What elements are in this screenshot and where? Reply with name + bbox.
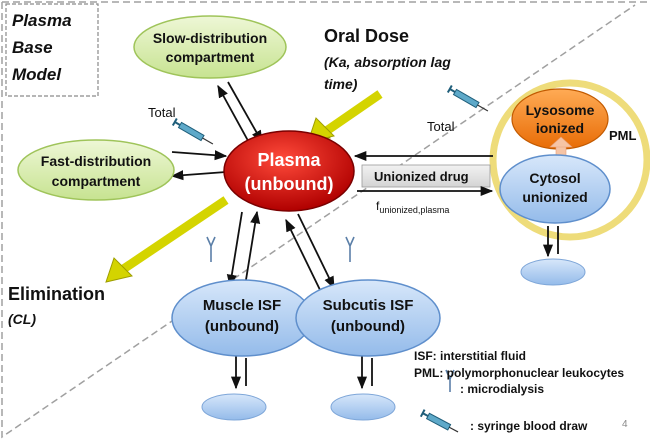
fast-line-1: Fast-distribution bbox=[41, 153, 151, 169]
elimination-arrow bbox=[105, 196, 229, 283]
plasma-line-2: (unbound) bbox=[245, 174, 334, 194]
unionized-drug-connector: Unionized drug funionized,plasma bbox=[357, 164, 494, 215]
fast-distribution-compartment: Fast-distribution compartment bbox=[17, 139, 175, 201]
muscle-isf-compartment: Muscle ISF (unbound) bbox=[171, 279, 313, 357]
elimination-title: Elimination bbox=[8, 284, 105, 304]
subcutis-isf-compartment: Subcutis ISF (unbound) bbox=[295, 279, 441, 357]
oral-dose-arrow bbox=[307, 90, 383, 143]
legend-syringe: : syringe blood draw bbox=[470, 419, 588, 433]
total-label-left: Total bbox=[148, 105, 176, 120]
oral-dose-title: Oral Dose bbox=[324, 26, 409, 46]
lysosome-line-2: ionized bbox=[536, 120, 584, 136]
cytosol-sample bbox=[520, 258, 586, 286]
cytosol-compartment: Cytosol unionized bbox=[499, 154, 611, 224]
elimination-sub: (CL) bbox=[8, 311, 36, 327]
oral-dose-sub-1: (Ka, absorption lag bbox=[324, 54, 451, 70]
slow-distribution-compartment: Slow-distribution compartment bbox=[133, 15, 287, 79]
microdialysis-icon bbox=[445, 369, 455, 392]
subcutis-line-2: (unbound) bbox=[331, 318, 405, 335]
lysosome-compartment: Lysosome ionized bbox=[511, 88, 609, 150]
muscle-line-2: (unbound) bbox=[205, 318, 279, 335]
cytosol-line-2: unionized bbox=[522, 189, 587, 205]
legend: ISF: interstitial fluid PML: polymorphon… bbox=[414, 349, 624, 433]
slow-line-1: Slow-distribution bbox=[153, 30, 267, 46]
total-label-right: Total bbox=[427, 119, 455, 134]
muscle-line-1: Muscle ISF bbox=[203, 297, 281, 314]
title-line-3: Model bbox=[12, 65, 62, 84]
legend-isf: ISF: interstitial fluid bbox=[414, 349, 526, 363]
microdialysis-icon bbox=[206, 236, 216, 262]
cytosol-line-1: Cytosol bbox=[529, 170, 580, 186]
title-box: Plasma Base Model bbox=[5, 3, 99, 97]
title-line-2: Base bbox=[12, 38, 53, 57]
microdialysis-icon bbox=[345, 236, 355, 262]
arrows bbox=[170, 81, 559, 390]
title-line-1: Plasma bbox=[12, 11, 72, 30]
fast-line-2: compartment bbox=[52, 173, 141, 189]
pml-label: PML bbox=[609, 128, 637, 143]
plasma-line-1: Plasma bbox=[257, 150, 321, 170]
unionized-drug-label: Unionized drug bbox=[374, 169, 469, 184]
syringe-icon bbox=[419, 409, 459, 433]
fraction-unionized-label: funionized,plasma bbox=[376, 199, 449, 215]
subcutis-sample bbox=[330, 393, 396, 421]
syringe-icon bbox=[171, 118, 214, 145]
subcutis-line-1: Subcutis ISF bbox=[323, 297, 414, 314]
page-number: 4 bbox=[622, 419, 628, 430]
syringe-icon bbox=[446, 85, 489, 112]
oral-dose-sub-2: time) bbox=[324, 76, 358, 92]
lysosome-line-1: Lysosome bbox=[526, 102, 595, 118]
slow-line-2: compartment bbox=[166, 49, 255, 65]
muscle-sample bbox=[201, 393, 267, 421]
plasma-compartment: Plasma (unbound) bbox=[223, 130, 355, 212]
legend-pml: PML: polymorphonuclear leukocytes bbox=[414, 366, 624, 380]
legend-microdialysis: : microdialysis bbox=[460, 382, 544, 396]
